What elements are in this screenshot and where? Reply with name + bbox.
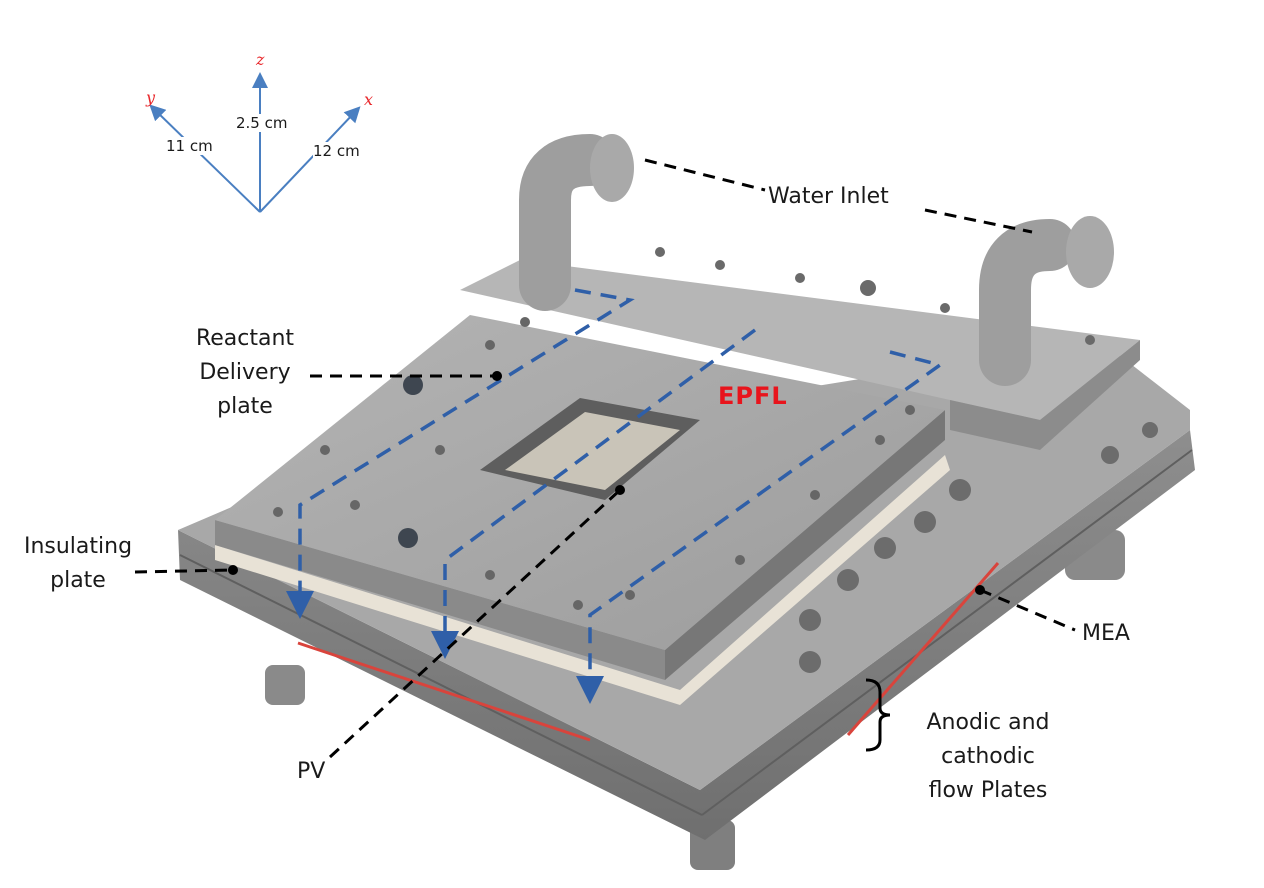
- axis-y-length: 11 cm: [166, 137, 213, 155]
- label-line: Anodic and: [926, 710, 1050, 735]
- label-line: flow Plates: [928, 778, 1048, 803]
- label-line: plate: [217, 394, 273, 419]
- axis-triad: [149, 72, 361, 213]
- axis-x-length: 12 cm: [313, 142, 360, 160]
- flow-paths: [286, 288, 945, 704]
- leader-dots: [228, 371, 985, 595]
- water-inlet-pipes: [519, 134, 1114, 386]
- label-line: plate: [50, 568, 106, 593]
- label-mea: MEA: [1082, 621, 1130, 646]
- label-line: cathodic: [941, 744, 1035, 769]
- reactant-delivery-plate: [215, 315, 945, 680]
- axis-x-name: x: [364, 90, 374, 109]
- axis-z-name: z: [256, 50, 265, 69]
- label-line: Delivery: [199, 360, 291, 385]
- mea-marker-line: [846, 562, 1000, 736]
- label-reactant-delivery-plate: Reactant Delivery plate: [190, 322, 300, 424]
- axis-y-name: y: [146, 88, 156, 107]
- epfl-logo: EPFL: [718, 382, 788, 410]
- label-line: Insulating: [23, 534, 133, 559]
- flow-plates-bracket: [865, 678, 891, 752]
- label-water-inlet: Water Inlet: [768, 184, 889, 209]
- label-line: Reactant: [195, 326, 295, 351]
- pv-marker-line: [297, 641, 591, 742]
- label-insulating-plate: Insulating plate: [14, 530, 142, 598]
- leader-lines: [134, 158, 1076, 759]
- label-pv: PV: [297, 759, 326, 784]
- axis-z-length: 2.5 cm: [236, 114, 288, 132]
- label-flow-plates: Anodic and cathodic flow Plates: [908, 706, 1068, 808]
